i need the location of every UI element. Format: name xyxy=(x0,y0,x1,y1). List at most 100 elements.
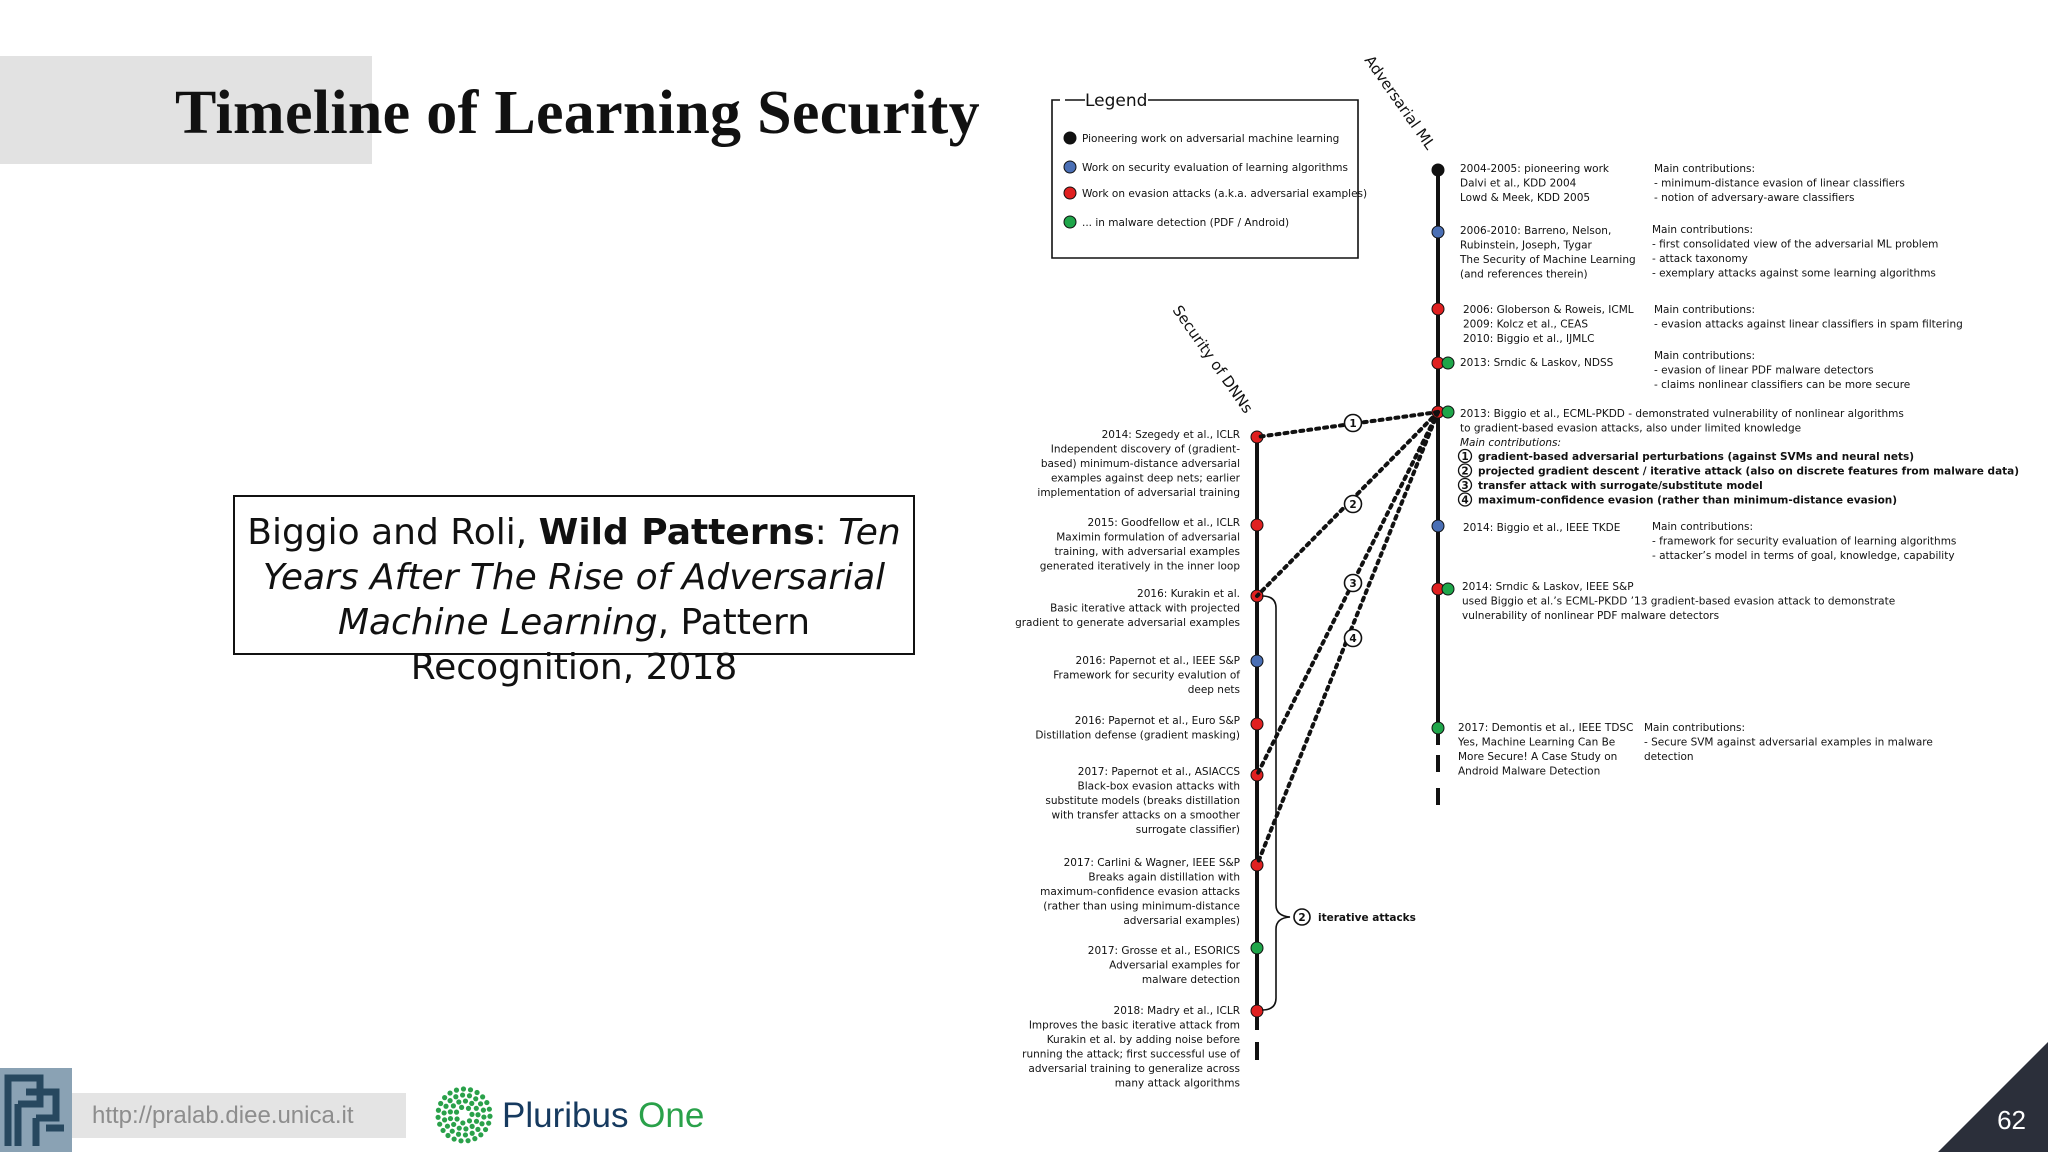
event-text: implementation of adversarial training xyxy=(1037,487,1240,499)
pluribus-dot xyxy=(453,1087,460,1093)
brand-main: Pluribus xyxy=(502,1096,639,1135)
event-text: Distillation defense (gradient masking) xyxy=(1035,730,1240,742)
contribution-number-circle xyxy=(1457,492,1473,507)
event-text: Breaks again distillation with xyxy=(1088,872,1240,884)
title-bar xyxy=(0,56,372,164)
brace-label: iterative attacks xyxy=(1318,912,1416,924)
brace-number: 2 xyxy=(1298,912,1305,924)
pluribus-dot xyxy=(482,1126,489,1133)
brace-path xyxy=(1261,595,1291,1011)
pluribus-dot xyxy=(484,1099,490,1106)
event-text: running the attack; first successful use… xyxy=(1022,1049,1240,1061)
event-text: 2004-2005: pioneering work xyxy=(1460,163,1610,175)
contribution-text: - evasion attacks against linear classif… xyxy=(1654,319,1963,331)
event-text: 2006-2010: Barreno, Nelson, xyxy=(1460,225,1611,237)
legend-item-label: Pioneering work on adversarial machine l… xyxy=(1082,133,1339,145)
contribution-number: 4 xyxy=(1461,495,1468,507)
pluribus-dot xyxy=(466,1118,473,1124)
link-number: 4 xyxy=(1349,633,1356,645)
dotted-link xyxy=(1255,410,1440,777)
legend-items: Pioneering work on adversarial machine l… xyxy=(1063,131,1367,229)
event-text: 2017: Demontis et al., IEEE TDSC xyxy=(1458,722,1633,734)
event-text: to gradient-based evasion attacks, also … xyxy=(1460,423,1801,435)
contribution-text: - notion of adversary-aware classifiers xyxy=(1654,192,1854,204)
pluribus-dot xyxy=(456,1099,462,1105)
contribution-text: - exemplary attacks against some learnin… xyxy=(1652,268,1936,280)
pluribus-dot xyxy=(472,1136,478,1142)
pluribus-dot xyxy=(447,1090,453,1096)
pluribus-dot xyxy=(475,1126,481,1132)
pluribus-dot xyxy=(469,1100,475,1106)
pluribus-dot xyxy=(455,1131,462,1137)
legend-title: Legend xyxy=(1085,91,1147,111)
event-dot xyxy=(1431,519,1445,533)
event-text: Independent discovery of (gradient- xyxy=(1051,444,1240,456)
event-dot xyxy=(1431,302,1445,316)
slide-title: Timeline of Learning Security xyxy=(175,79,980,147)
event-text: 2016: Kurakin et al. xyxy=(1137,588,1240,600)
pluribus-dot xyxy=(463,1126,469,1132)
contribution-text: Main contributions: xyxy=(1654,304,1755,316)
legend: Legend Pioneering work on adversarial ma… xyxy=(1051,91,1367,259)
event-text: 2017: Carlini & Wagner, IEEE S&P xyxy=(1064,857,1240,869)
event-dot xyxy=(1431,721,1445,735)
event-text: 2015: Goodfellow et al., ICLR xyxy=(1088,517,1240,529)
link-number-circle xyxy=(1343,494,1363,514)
contribution-number: 1 xyxy=(1461,451,1468,463)
pluribus-dot xyxy=(479,1121,485,1127)
pluribus-dot xyxy=(486,1120,492,1126)
pluribus-dot xyxy=(451,1121,457,1128)
event-text: generated iteratively in the inner loop xyxy=(1040,561,1241,573)
legend-dot xyxy=(1063,186,1077,200)
pluribus-dot xyxy=(453,1109,460,1115)
pluribus-one-wordmark: Pluribus One xyxy=(502,1096,704,1136)
footer-url[interactable]: http://pralab.diee.unica.it xyxy=(72,1093,406,1138)
event-text: maximum-confidence evasion attacks xyxy=(1040,886,1240,898)
event-text: Yes, Machine Learning Can Be xyxy=(1457,737,1615,749)
contribution-number: 2 xyxy=(1461,466,1468,478)
event-text: 2014: Biggio et al., IEEE TKDE xyxy=(1463,522,1620,534)
event-text: 2010: Biggio et al., IJMLC xyxy=(1463,333,1594,345)
event-text: Basic iterative attack with projected xyxy=(1050,603,1240,615)
pluribus-dot xyxy=(454,1116,460,1122)
event-text: Improves the basic iterative attack from xyxy=(1029,1020,1240,1032)
pluribus-dot xyxy=(442,1095,448,1101)
pluribus-dot xyxy=(465,1105,472,1111)
citation-sep: : xyxy=(814,512,839,553)
event-text: adversarial training to generalize acros… xyxy=(1028,1063,1240,1075)
contribution-text: Main contributions: xyxy=(1652,521,1753,533)
axis-label-security-of-dnns: Security of DNNs xyxy=(1169,302,1257,417)
contribution-text: - claims nonlinear classifiers can be mo… xyxy=(1654,379,1910,391)
contribution-number-circle xyxy=(1457,448,1473,464)
pluribus-dot xyxy=(444,1123,451,1129)
citation-subtitle: Ten Years After The Rise of Adversarial … xyxy=(262,512,901,643)
pluribus-dot xyxy=(450,1103,456,1109)
contribution-item: gradient-based adversarial perturbations… xyxy=(1478,451,1914,463)
contribution-number-circle xyxy=(1457,463,1473,478)
contribution-text: Main contributions: xyxy=(1644,722,1745,734)
pluribus-dot xyxy=(459,1104,465,1110)
pluribus-dot xyxy=(447,1098,453,1104)
pluribus-dot xyxy=(451,1136,457,1142)
event-text: deep nets xyxy=(1188,684,1240,696)
event-text: Dalvi et al., KDD 2004 xyxy=(1460,178,1577,190)
event-text: Android Malware Detection xyxy=(1458,766,1600,778)
event-text: 2009: Kolcz et al., CEAS xyxy=(1463,319,1588,331)
pluribus-dot xyxy=(474,1089,480,1096)
contribution-text: Main contributions: xyxy=(1654,163,1755,175)
citation-box: Biggio and Roli, Wild Patterns: Ten Year… xyxy=(233,495,915,688)
pluribus-dot xyxy=(481,1114,487,1120)
legend-dot xyxy=(1063,160,1077,174)
link-number-circle xyxy=(1343,413,1363,433)
pluribus-dot xyxy=(456,1125,462,1131)
pluribus-dot xyxy=(460,1120,466,1126)
pluribus-dot xyxy=(469,1123,475,1129)
event-text: 2017: Grosse et al., ESORICS xyxy=(1088,945,1241,957)
event-text: Black-box evasion attacks with xyxy=(1078,781,1240,793)
page-number: 62 xyxy=(1997,1105,2026,1135)
event-text: substitute models (breaks distillation xyxy=(1045,795,1240,807)
